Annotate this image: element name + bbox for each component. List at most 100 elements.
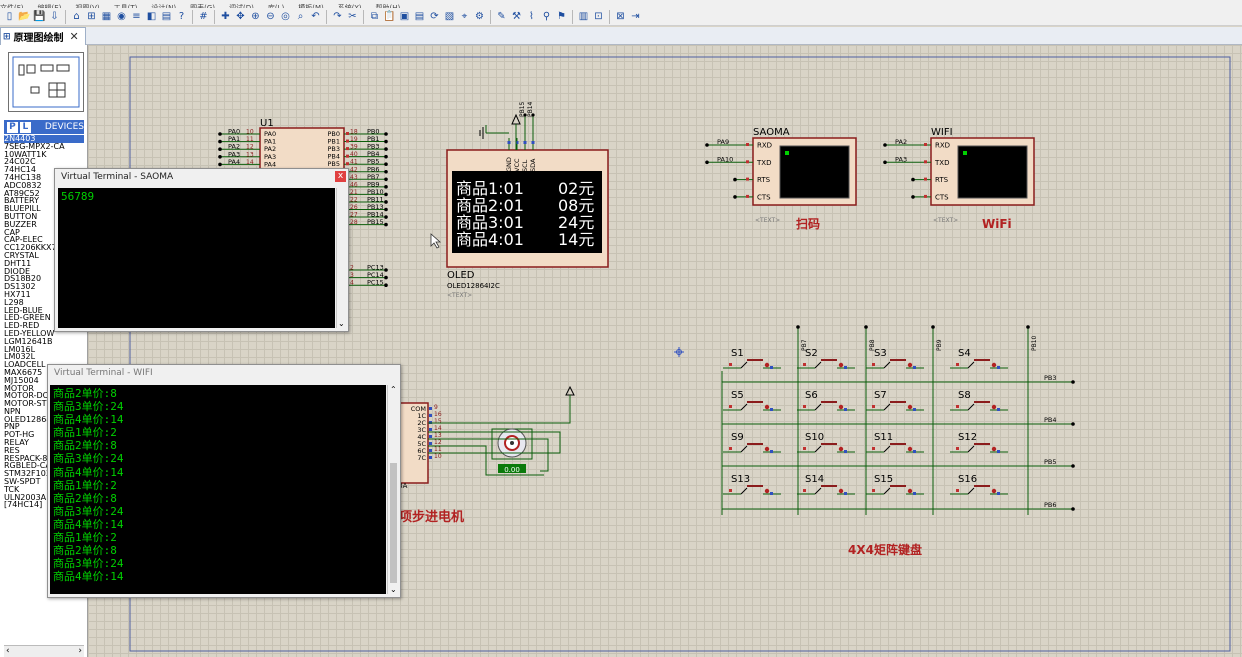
tab-schematic-capture[interactable]: ⊞ 原理图绘制 ✕	[0, 27, 86, 45]
device-list-item[interactable]: MJ15004	[4, 376, 39, 385]
library-manager-button[interactable]: L	[19, 121, 31, 133]
scroll-left-icon[interactable]: ‹	[6, 646, 10, 656]
search-icon[interactable]: ⚲	[542, 11, 551, 22]
schematic-icon[interactable]: ⊞	[87, 11, 96, 22]
device-list-item[interactable]: RES	[4, 446, 20, 455]
menu-item[interactable]: 工具(T)	[113, 4, 138, 8]
pick-devices-button[interactable]: P	[7, 121, 18, 133]
menu-item[interactable]: 编辑(E)	[37, 4, 62, 8]
terminal-saoma-output[interactable]: 56789	[58, 188, 335, 328]
device-list-item[interactable]: RELAY	[4, 439, 29, 447]
wire-autoroute-icon[interactable]: ⌇	[529, 11, 534, 22]
block-move-icon[interactable]: ▤	[414, 11, 425, 22]
tab-close-button[interactable]: ✕	[69, 30, 79, 43]
device-list-item[interactable]: LED-GREEN	[4, 314, 51, 323]
origin-icon[interactable]: ✚	[221, 11, 230, 22]
device-list-item[interactable]: RESPACK-8	[4, 454, 48, 463]
device-list-item[interactable]: BUZZER	[4, 220, 37, 229]
device-list-item[interactable]: 10WATT1K	[4, 150, 47, 159]
menu-item[interactable]: 帮助(H)	[375, 4, 401, 8]
save-icon[interactable]: 💾	[33, 11, 46, 22]
menu-item[interactable]: 图表(G)	[190, 4, 215, 8]
device-list-item[interactable]: CAP	[4, 228, 20, 237]
make-device-icon[interactable]: ⚙	[475, 11, 484, 22]
device-list-item[interactable]: MOTOR	[4, 384, 34, 393]
scroll-down-icon[interactable]: ⌄	[338, 319, 345, 328]
device-list-item[interactable]: NPN	[4, 407, 21, 416]
exit-icon[interactable]: ⇥	[631, 11, 640, 22]
scroll-down-icon[interactable]: ⌄	[390, 585, 397, 594]
device-list-item[interactable]: RGBLED-CA	[4, 462, 51, 471]
device-list-item[interactable]: L298	[4, 298, 24, 307]
device-list-item[interactable]: [74HC14]	[4, 501, 43, 510]
cut-icon[interactable]: ✂	[348, 11, 357, 22]
menu-item[interactable]: 系统(Y)	[337, 4, 362, 8]
remove-sheet-icon[interactable]: ⊠	[616, 11, 625, 22]
zoom-all-icon[interactable]: ◎	[281, 11, 290, 22]
open-icon[interactable]: 📂	[18, 11, 31, 22]
device-list-item[interactable]: BUTTON	[4, 212, 38, 221]
property-icon[interactable]: ⚑	[557, 11, 566, 22]
terminal-wifi-scrollbar[interactable]: ⌃ ⌄	[387, 385, 399, 594]
packaging-icon[interactable]: ✎	[497, 11, 506, 22]
device-list-item[interactable]: CRYSTAL	[4, 251, 39, 260]
device-list-item[interactable]: MAX6675	[4, 368, 43, 377]
menu-item[interactable]: 文件(F)	[0, 4, 24, 8]
device-list-item[interactable]: OLED12864	[4, 415, 52, 424]
device-list-item[interactable]: CAP-ELEC	[4, 236, 43, 245]
device-list-item[interactable]: LED-RED	[4, 322, 40, 330]
overview-preview[interactable]	[8, 52, 84, 112]
bom-icon[interactable]: ≡	[132, 11, 141, 22]
device-list-item[interactable]: 2N4403	[4, 135, 84, 143]
device-list-item[interactable]: LM032L	[4, 353, 36, 362]
pick-icon[interactable]: ⌖	[461, 11, 468, 22]
pcb-icon[interactable]: ▦	[101, 11, 112, 22]
device-list-item[interactable]: DS18B20	[4, 275, 42, 284]
copy-icon[interactable]: ⧉	[370, 11, 379, 22]
terminal-wifi-scroll-thumb[interactable]	[390, 463, 397, 583]
device-list-item[interactable]: ULN2003A	[4, 493, 47, 502]
help-icon[interactable]: ?	[178, 11, 185, 22]
device-list-item[interactable]: BLUEPILL	[4, 205, 41, 213]
device-list-item[interactable]: DIODE	[4, 267, 31, 276]
scroll-up-icon[interactable]: ⌃	[390, 385, 397, 394]
device-list-item[interactable]: 7SEG-MPX2-CA	[4, 142, 65, 151]
new-sheet-icon[interactable]: ⊡	[594, 11, 603, 22]
device-list-scrollbar[interactable]: ‹ ›	[4, 645, 84, 657]
pan-icon[interactable]: ✥	[236, 11, 245, 22]
block-copy-icon[interactable]: ▣	[399, 11, 410, 22]
device-list-item[interactable]: ADC0832	[4, 181, 42, 190]
doc-icon[interactable]: ▤	[161, 11, 172, 22]
zoom-out-icon[interactable]: ⊖	[266, 11, 275, 22]
terminal-saoma-window[interactable]: Virtual Terminal - SAOMA x 56789 ⌄	[54, 168, 349, 332]
new-icon[interactable]: ▯	[6, 11, 13, 22]
import-icon[interactable]: ⇩	[50, 11, 59, 22]
device-list-item[interactable]: SW-SPDT	[4, 478, 41, 486]
device-list-item[interactable]: LED-YELLOW	[4, 329, 55, 338]
device-list-item[interactable]: HX711	[4, 290, 31, 299]
device-list-item[interactable]: LED-BLUE	[4, 306, 43, 315]
zoom-in-icon[interactable]: ⊕	[251, 11, 260, 22]
device-list-item[interactable]: 24C02C	[4, 158, 36, 167]
device-list-item[interactable]: LGM12641B	[4, 337, 53, 346]
device-list-item[interactable]: 74HC138	[4, 173, 42, 182]
device-list-item[interactable]: MOTOR-DC	[4, 392, 49, 401]
device-list-item[interactable]: BATTERY	[4, 197, 39, 206]
design-explorer-icon[interactable]: ▥	[578, 11, 589, 22]
device-list-item[interactable]: PNP	[4, 423, 20, 432]
menu-item[interactable]: 视图(V)	[75, 4, 100, 8]
scroll-right-icon[interactable]: ›	[78, 646, 82, 656]
device-list-item[interactable]: DS1302	[4, 283, 36, 291]
menu-item[interactable]: 调试(D)	[229, 4, 254, 8]
grid-icon[interactable]: #	[199, 11, 208, 22]
zoom-area-icon[interactable]: ⌕	[297, 11, 304, 22]
block-delete-icon[interactable]: ▧	[444, 11, 455, 22]
3d-icon[interactable]: ◧	[146, 11, 157, 22]
device-list-item[interactable]: TCK	[4, 485, 20, 494]
